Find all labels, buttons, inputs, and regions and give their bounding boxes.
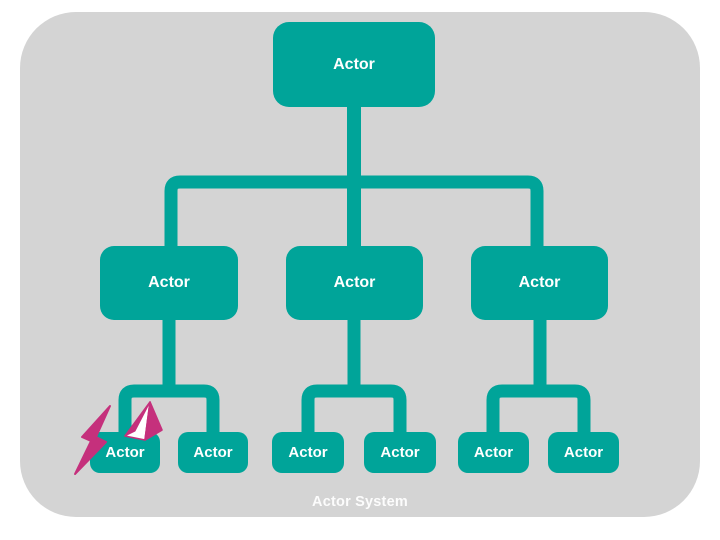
actor-node-l2-2: Actor: [286, 246, 423, 320]
actor-node-label: Actor: [148, 274, 190, 291]
actor-node-label: Actor: [518, 274, 561, 291]
actor-node-label: Actor: [105, 444, 145, 461]
actor-node-root: Actor: [273, 22, 435, 107]
actor-node-l3-2: Actor: [178, 432, 248, 473]
actor-node-l3-3: Actor: [272, 432, 344, 473]
actor-node-label: Actor: [380, 444, 420, 461]
actor-node-label: Actor: [333, 55, 375, 73]
actor-node-label: Actor: [193, 444, 233, 461]
actor-node-l2-1: Actor: [100, 246, 238, 320]
actor-node-l3-1: Actor: [90, 432, 160, 473]
actor-node-label: Actor: [563, 444, 604, 461]
actor-node-l3-6: Actor: [548, 432, 619, 473]
actor-node-l2-3: Actor: [471, 246, 608, 320]
actor-node-label: Actor: [333, 274, 376, 291]
actor-node-l3-5: Actor: [458, 432, 529, 473]
system-label: Actor System: [312, 494, 408, 510]
actor-node-l3-4: Actor: [364, 432, 436, 473]
actor-node-label: Actor: [473, 444, 514, 461]
actor-node-label: Actor: [288, 444, 328, 461]
